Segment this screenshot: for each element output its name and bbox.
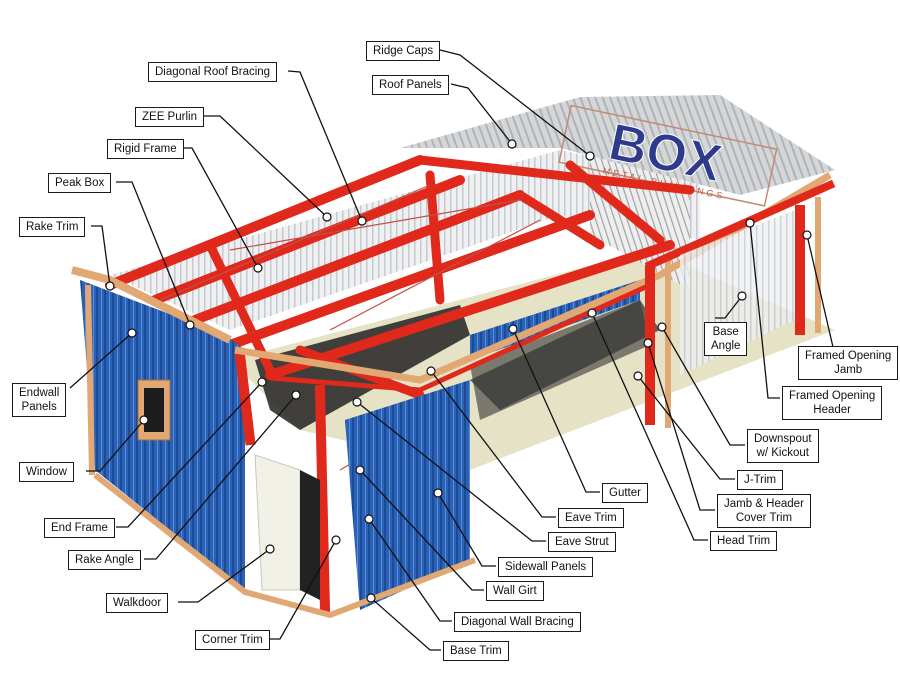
label-downspout: Downspout w/ Kickout	[747, 429, 819, 463]
label-walkdoor: Walkdoor	[106, 593, 169, 613]
label-sidewall-panels: Sidewall Panels	[498, 557, 594, 577]
label-roof-panels: Roof Panels	[372, 75, 449, 95]
endwall-corner-trim	[85, 284, 95, 476]
label-text: Eave Trim	[565, 512, 617, 524]
label-text: Gutter	[609, 487, 641, 499]
label-text: Diagonal Roof Bracing	[155, 66, 271, 78]
label-text: Head Trim	[717, 535, 771, 547]
label-text: Panels	[21, 401, 57, 413]
sidewall-opening-dark	[470, 300, 650, 420]
label-diagonal-roof-bracing: Diagonal Roof Bracing	[148, 62, 278, 82]
label-wall-girt: Wall Girt	[486, 581, 544, 601]
eave-red-strut	[269, 282, 652, 393]
label-text: Roof Panels	[379, 79, 442, 91]
label-text: Jamb & Header	[724, 498, 804, 510]
label-text: Sidewall Panels	[505, 561, 587, 573]
label-base-trim: Base Trim	[443, 641, 509, 661]
label-text: Header	[813, 404, 851, 416]
label-head-trim: Head Trim	[710, 531, 778, 551]
rake-trim-edge	[70, 266, 232, 344]
label-text: Ridge Caps	[373, 45, 434, 57]
label-text: Rake Angle	[75, 554, 134, 566]
leader-lines	[69, 49, 848, 651]
sidewall-panel-surface	[345, 380, 470, 610]
label-text: Framed Opening	[789, 390, 876, 402]
label-text: Wall Girt	[493, 585, 537, 597]
label-text: Peak Box	[55, 177, 105, 189]
label-text: Base	[712, 326, 739, 338]
label-text: Downspout	[754, 433, 812, 445]
label-rake-angle: Rake Angle	[68, 550, 141, 570]
label-text: Endwall	[19, 387, 60, 399]
label-text: Angle	[711, 340, 741, 352]
window-glass	[144, 388, 164, 432]
label-text: Diagonal Wall Bracing	[461, 616, 574, 628]
label-text: Walkdoor	[113, 597, 162, 609]
walkdoor-panel	[254, 454, 301, 591]
anchor-dots	[105, 139, 812, 603]
label-text: Eave Strut	[555, 536, 609, 548]
label-text: Base Trim	[450, 645, 502, 657]
label-window: Window	[19, 462, 74, 482]
label-text: Jamb	[834, 364, 863, 376]
label-text: End Frame	[51, 522, 108, 534]
label-rigid-frame: Rigid Frame	[107, 139, 184, 159]
label-corner-trim: Corner Trim	[195, 630, 270, 650]
roof-panel-surface	[400, 95, 835, 195]
label-text: Corner Trim	[202, 634, 263, 646]
label-gutter: Gutter	[602, 483, 648, 503]
label-text: Framed Opening	[805, 350, 892, 362]
end-frame-columns	[234, 349, 331, 616]
label-text: Rake Trim	[26, 221, 79, 233]
label-diagonal-wall-bracing: Diagonal Wall Bracing	[454, 612, 581, 632]
label-text: Rigid Frame	[114, 143, 177, 155]
base-trim-edge	[93, 472, 477, 619]
label-text: Cover Trim	[735, 512, 793, 524]
label-end-frame: End Frame	[44, 518, 115, 538]
label-peak-box: Peak Box	[48, 173, 112, 193]
label-zee-purlin: ZEE Purlin	[135, 107, 204, 127]
label-rake-trim: Rake Trim	[19, 217, 86, 237]
label-j-trim: J-Trim	[737, 470, 784, 490]
label-ridge-caps: Ridge Caps	[366, 41, 441, 61]
label-text: ZEE Purlin	[142, 111, 197, 123]
walkdoor-opening	[300, 470, 320, 600]
label-text: w/ Kickout	[756, 447, 809, 459]
label-eave-trim: Eave Trim	[558, 508, 624, 528]
label-text: Window	[26, 466, 67, 478]
label-eave-strut: Eave Strut	[548, 532, 616, 552]
label-text: J-Trim	[744, 474, 777, 486]
